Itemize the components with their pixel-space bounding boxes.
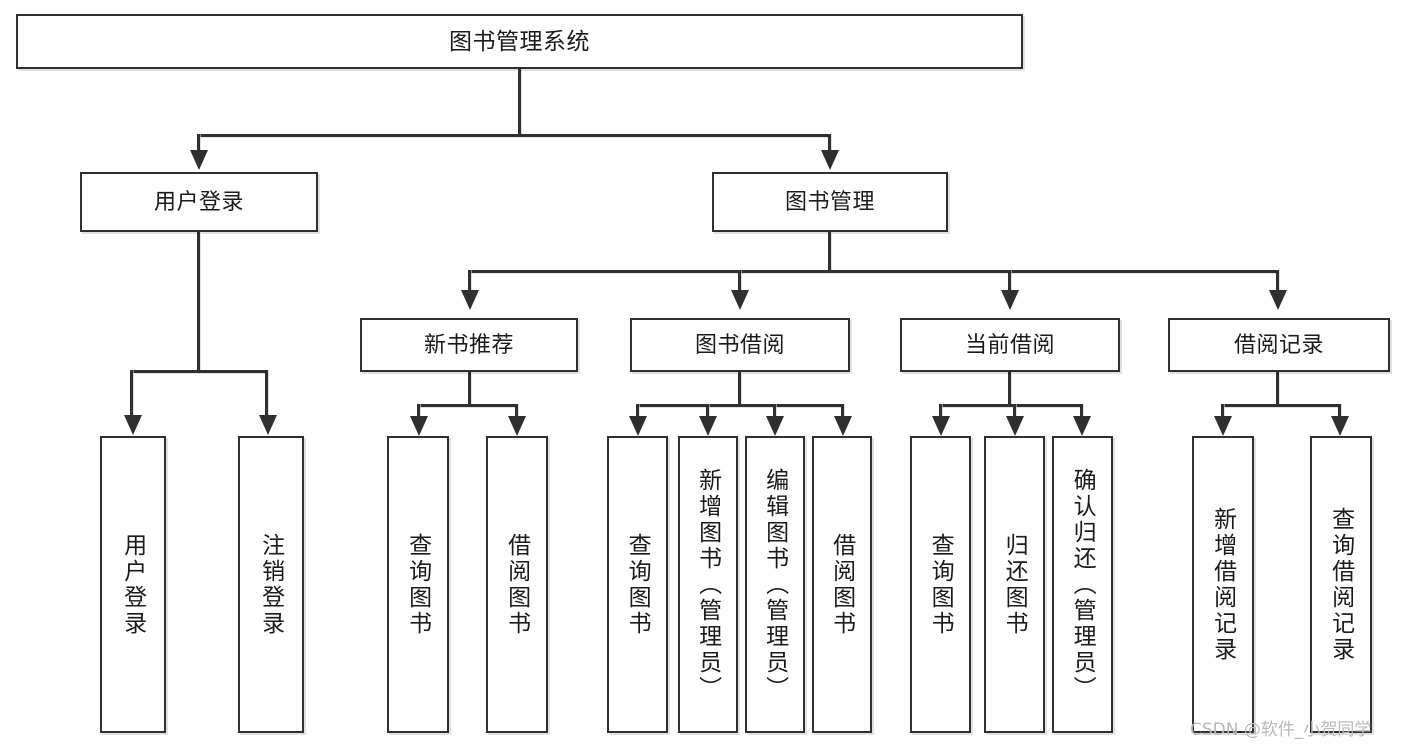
node-leaf-query-borrow-record-label: 查询借阅记录	[1328, 506, 1355, 663]
node-leaf-query-book-current-label: 查询图书	[928, 532, 955, 637]
connector-br-leg-1	[1221, 404, 1224, 420]
connector-cb-leg-3	[1080, 404, 1083, 420]
node-book-management[interactable]: 图书管理	[712, 172, 948, 232]
arrowhead-new-book-recommend	[461, 290, 479, 310]
arrowhead-leaf-add-borrow-record	[1214, 416, 1232, 436]
node-leaf-return-book-label: 归还图书	[1002, 532, 1029, 637]
arrowhead-book-management	[821, 150, 839, 170]
node-leaf-query-borrow-record[interactable]: 查询借阅记录	[1310, 436, 1372, 733]
connector-bm-leg-1	[468, 270, 471, 292]
connector-user-login-leg-right	[265, 370, 268, 420]
arrowhead-leaf-borrow-book-recommend	[508, 416, 526, 436]
node-leaf-borrow-book-recommend-label: 借阅图书	[504, 532, 531, 637]
node-borrow-record-label: 借阅记录	[1233, 331, 1324, 357]
connector-user-login-leg-left	[130, 370, 133, 420]
connector-br-stem	[1276, 372, 1279, 406]
connector-root-bus	[197, 134, 831, 137]
node-leaf-logout[interactable]: 注销登录	[238, 436, 304, 733]
connector-br-bus	[1221, 404, 1341, 407]
node-leaf-query-book-recommend[interactable]: 查询图书	[387, 436, 449, 733]
node-new-book-recommend-label: 新书推荐	[423, 331, 514, 357]
arrowhead-leaf-return-book	[1006, 416, 1024, 436]
arrowhead-leaf-query-borrow-record	[1331, 416, 1349, 436]
connector-nbr-leg-1	[417, 404, 420, 420]
arrowhead-leaf-edit-book-admin	[766, 416, 784, 436]
connector-bm-leg-3	[1008, 270, 1011, 292]
node-leaf-confirm-return-admin[interactable]: 确认归还（管理员）	[1052, 436, 1113, 733]
csdn-watermark: CSDN @软件_小贺同学	[1190, 720, 1372, 740]
arrowhead-leaf-confirm-return-admin	[1073, 416, 1091, 436]
node-current-borrow-label: 当前借阅	[964, 331, 1055, 357]
arrowhead-book-borrow	[731, 290, 749, 310]
connector-bm-leg-4	[1276, 270, 1279, 292]
node-root-label: 图书管理系统	[449, 27, 590, 54]
node-leaf-edit-book-admin[interactable]: 编辑图书（管理员）	[745, 436, 805, 733]
node-leaf-add-book-admin[interactable]: 新增图书（管理员）	[678, 436, 738, 733]
connector-book-management-bus	[468, 270, 1279, 273]
node-new-book-recommend[interactable]: 新书推荐	[360, 318, 578, 372]
connector-nbr-leg-2	[515, 404, 518, 420]
node-leaf-query-book-current[interactable]: 查询图书	[910, 436, 971, 733]
node-current-borrow[interactable]: 当前借阅	[900, 318, 1120, 372]
arrowhead-leaf-borrow-book	[834, 416, 852, 436]
node-borrow-record[interactable]: 借阅记录	[1168, 318, 1390, 372]
node-user-login[interactable]: 用户登录	[80, 172, 318, 232]
connector-user-login-stem	[197, 232, 200, 372]
node-leaf-confirm-return-admin-label: 确认归还（管理员）	[1070, 467, 1097, 702]
node-book-management-label: 图书管理	[784, 188, 875, 214]
node-leaf-add-borrow-record-label: 新增借阅记录	[1210, 506, 1237, 663]
node-leaf-add-book-admin-label: 新增图书（管理员）	[695, 467, 722, 702]
node-leaf-query-book-borrow-label: 查询图书	[625, 532, 652, 637]
node-book-borrow-label: 图书借阅	[694, 331, 785, 357]
connector-cb-stem	[1008, 372, 1011, 406]
connector-bb-leg-2	[706, 404, 709, 420]
arrowhead-leaf-query-book-current	[932, 416, 950, 436]
connector-cb-bus	[939, 404, 1083, 407]
connector-root-leg-left	[197, 134, 200, 152]
connector-nbr-stem	[468, 372, 471, 406]
connector-bb-leg-3	[773, 404, 776, 420]
connector-bb-stem	[738, 372, 741, 406]
node-leaf-borrow-book-label: 借阅图书	[829, 532, 856, 637]
node-leaf-user-login[interactable]: 用户登录	[100, 436, 166, 733]
connector-bb-leg-4	[841, 404, 844, 420]
node-leaf-borrow-book-recommend[interactable]: 借阅图书	[486, 436, 548, 733]
node-leaf-edit-book-admin-label: 编辑图书（管理员）	[762, 467, 789, 702]
node-leaf-add-borrow-record[interactable]: 新增借阅记录	[1192, 436, 1254, 733]
connector-bb-bus	[636, 404, 844, 407]
arrowhead-leaf-add-book-admin	[699, 416, 717, 436]
node-leaf-borrow-book[interactable]: 借阅图书	[812, 436, 872, 733]
node-leaf-user-login-label: 用户登录	[120, 532, 147, 637]
connector-cb-leg-2	[1013, 404, 1016, 420]
connector-br-leg-2	[1338, 404, 1341, 420]
node-leaf-logout-label: 注销登录	[258, 532, 285, 637]
connector-book-management-stem	[828, 232, 831, 272]
connector-user-login-bus	[130, 370, 268, 373]
node-leaf-query-book-recommend-label: 查询图书	[405, 532, 432, 637]
arrowhead-user-login	[190, 150, 208, 170]
connector-root-leg-right	[828, 134, 831, 152]
node-book-borrow[interactable]: 图书借阅	[630, 318, 850, 372]
connector-bm-leg-2	[738, 270, 741, 292]
arrowhead-leaf-query-book-recommend	[410, 416, 428, 436]
node-leaf-query-book-borrow[interactable]: 查询图书	[607, 436, 668, 733]
arrowhead-leaf-query-book-borrow	[629, 416, 647, 436]
connector-root-stem	[518, 69, 521, 135]
node-root[interactable]: 图书管理系统	[16, 14, 1023, 69]
connector-bb-leg-1	[636, 404, 639, 420]
node-leaf-return-book[interactable]: 归还图书	[984, 436, 1045, 733]
connector-nbr-bus	[417, 404, 518, 407]
node-user-login-label: 用户登录	[153, 188, 244, 214]
arrowhead-current-borrow	[1001, 290, 1019, 310]
arrowhead-leaf-user-login	[124, 415, 142, 435]
arrowhead-leaf-logout	[259, 415, 277, 435]
connector-cb-leg-1	[939, 404, 942, 420]
arrowhead-borrow-record	[1269, 290, 1287, 310]
